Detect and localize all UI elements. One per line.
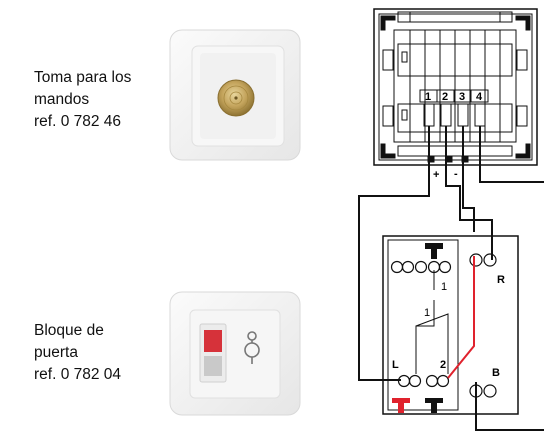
terminal-1: 1 bbox=[425, 91, 431, 103]
wires bbox=[358, 126, 544, 431]
door-block-schematic bbox=[382, 235, 519, 415]
door-block-photo bbox=[169, 291, 301, 416]
black-terminal-bottom-icon bbox=[425, 398, 443, 413]
contact-1-label: 1 bbox=[441, 281, 447, 293]
contact-small-label: 1 bbox=[424, 307, 430, 319]
plus-label: + bbox=[433, 169, 439, 181]
door-block-label-ref: ref. 0 782 04 bbox=[34, 366, 122, 383]
black-terminal-top-icon bbox=[425, 243, 443, 259]
control-socket-label: Toma para los mandos ref. 0 782 46 bbox=[34, 67, 131, 133]
terminal-2: 2 bbox=[442, 91, 448, 103]
terminal-l-label: L bbox=[392, 359, 399, 371]
door-block-label: Bloque de puerta ref. 0 782 04 bbox=[34, 320, 121, 386]
door-block-label-line2: puerta bbox=[34, 344, 78, 361]
terminal-3: 3 bbox=[459, 91, 465, 103]
terminal-b-label: B bbox=[492, 367, 500, 379]
terminal-2-label: 2 bbox=[440, 359, 446, 371]
control-socket-label-ref: ref. 0 782 46 bbox=[34, 113, 122, 130]
control-socket-label-line2: mandos bbox=[34, 91, 90, 108]
control-socket-label-line1: Toma para los bbox=[34, 69, 132, 86]
terminal-4: 4 bbox=[476, 91, 483, 103]
door-block-label-line1: Bloque de bbox=[34, 322, 104, 339]
terminal-r-label: R bbox=[497, 274, 505, 286]
red-terminal-icon bbox=[392, 398, 410, 413]
control-socket-photo bbox=[169, 29, 301, 161]
red-wire bbox=[447, 256, 475, 379]
minus-label: - bbox=[454, 168, 458, 180]
bell-icon bbox=[244, 331, 260, 364]
control-module bbox=[373, 8, 538, 166]
